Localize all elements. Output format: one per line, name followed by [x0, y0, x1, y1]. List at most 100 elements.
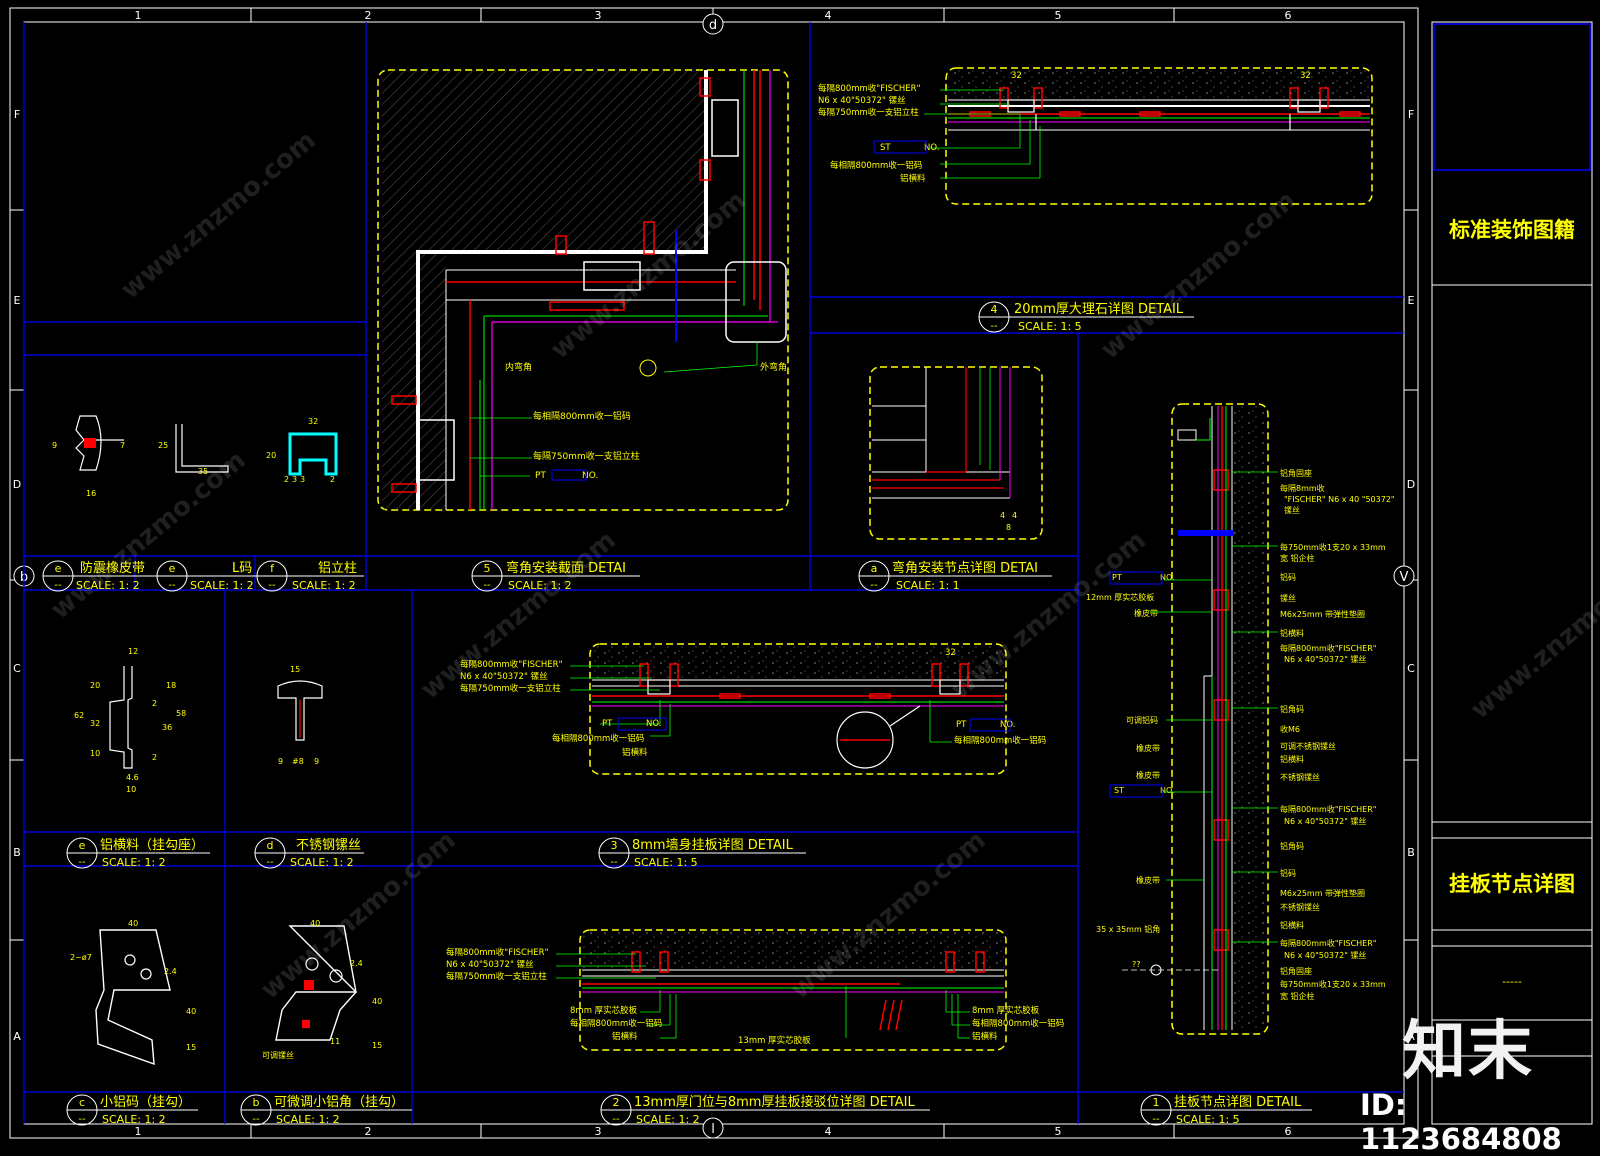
d1l-no: NO. — [1160, 573, 1175, 582]
detail-f-scale: SCALE: 1: 2 — [292, 579, 356, 592]
dim-c-4: 40 — [186, 1007, 196, 1016]
detail-2-title: 13mm厚门位与8mm厚挂板接驳位详图 DETAIL — [634, 1094, 915, 1110]
detail-d-scale: SCALE: 1: 2 — [290, 856, 354, 869]
detail-4-num: 4 — [991, 303, 998, 316]
d1r-21: 铝码 — [1280, 868, 1296, 878]
detail-L-scale: SCALE: 1: 2 — [190, 579, 254, 592]
col-label-4: 4 — [825, 9, 832, 22]
d1l-pt: PT — [1112, 573, 1122, 582]
dim-f-4: 3 — [292, 475, 297, 484]
col-label-5b: 5 — [1055, 1125, 1062, 1138]
detail-eh-num: e — [79, 839, 86, 852]
d1r-4: 镙丝 — [1284, 505, 1300, 515]
dim-eh-6: 58 — [176, 709, 186, 718]
col-label-5: 5 — [1055, 9, 1062, 22]
d1r-6: 宽 铝企柱 — [1280, 553, 1315, 563]
d1r-29: 宽 铝企柱 — [1280, 991, 1315, 1001]
d3-note-3: 每隔750mm收一支铝立柱 — [460, 683, 561, 694]
d3-note-pt: PT — [602, 719, 613, 729]
dim-eh-2: 20 — [90, 681, 100, 690]
d1r-24: 铝横料 — [1280, 920, 1304, 930]
d1l-6: 橡皮带 — [1136, 875, 1160, 885]
detail-L-title: L码 — [232, 561, 252, 576]
d4-note-5: 铝横料 — [900, 173, 926, 184]
project-title: 标准装饰图籍 — [1449, 218, 1575, 242]
detail-a-title: 弯角安装节点详图 DETAI — [892, 560, 1038, 576]
d3-note-no: NO. — [646, 719, 661, 729]
detail-5-drawing: 内弯角 外弯角 每相隔800mm收一铝码 每隔750mm收一支铝立柱 PT NO… — [382, 70, 787, 510]
d3-note-1: 每隔800mm收"FISCHER" — [460, 659, 563, 670]
dim-d-2: 9 — [278, 757, 283, 766]
d1l-2: 橡皮带 — [1134, 608, 1158, 618]
detail-5-scale: SCALE: 1: 2 — [508, 579, 572, 592]
d1r-20: 铝角码 — [1280, 841, 1304, 851]
detail-c-num: c — [79, 1096, 85, 1109]
watermark-site-4: www.znzmo.com — [45, 445, 251, 625]
dim-L-1: 25 — [158, 441, 168, 450]
detail-c-ref: -- — [78, 1114, 86, 1125]
detail-5-title: 弯角安装截面 DETAI — [506, 560, 626, 576]
d4-note-4: 每相隔800mm收一铝码 — [830, 160, 922, 171]
row-label-B: B — [13, 846, 21, 859]
d5-note-pt: PT — [535, 471, 546, 481]
detail-L-ref: -- — [168, 580, 176, 591]
dim-b-5: 15 — [372, 1041, 382, 1050]
d2-note-9: 每相隔800mm收一铝码 — [972, 1018, 1064, 1029]
watermark-site-3: www.znzmo.com — [1095, 185, 1301, 365]
d3-note-2: N6 x 40"50372" 镙丝 — [460, 671, 548, 682]
col-label-1: 1 — [135, 9, 142, 22]
row-label-D: D — [13, 478, 21, 491]
d2-note-10: 铝横料 — [972, 1031, 998, 1042]
detail-3-title: 8mm墙身挂板详图 DETAIL — [632, 837, 794, 853]
detail-c-scale: SCALE: 1: 2 — [102, 1113, 166, 1126]
d1l-4: 橡皮带 — [1136, 743, 1160, 753]
detail-3-num: 3 — [611, 839, 618, 852]
dim-c-1: 40 — [128, 919, 138, 928]
dim-f-3: 2 — [284, 475, 289, 484]
detail-e1-ref: -- — [54, 580, 62, 591]
dim-L-2: 35 — [198, 467, 208, 476]
detail-1-title: 挂板节点详图 DETAIL — [1174, 1095, 1302, 1110]
d5-note-1: 每相隔800mm收一铝码 — [533, 410, 631, 422]
d2-note-6: 铝横料 — [612, 1031, 638, 1042]
col-label-4b: 4 — [825, 1125, 832, 1138]
dim-eh-11: 4.6 — [126, 773, 139, 782]
title-callout-text: e -- 防震橡皮带 SCALE: 1: 2 e -- L码 SCALE: 1:… — [54, 302, 1302, 1126]
d1r-28: 每750mm收1支20 x 33mm — [1280, 979, 1386, 989]
d3-note-6: 每相隔800mm收一铝码 — [954, 735, 1046, 746]
detail-2-drawing: 每隔800mm收"FISCHER" N6 x 40"50372" 镙丝 每隔75… — [446, 932, 1064, 1046]
detail-1-num: 1 — [1153, 1096, 1160, 1109]
detail-2-scale: SCALE: 1: 2 — [636, 1113, 700, 1126]
d1r-19: N6 x 40"50372" 镙丝 — [1284, 816, 1366, 826]
d5-note-2: 每隔750mm收一支铝立柱 — [533, 450, 640, 462]
detail-L-num: e — [169, 562, 176, 575]
dim-b-4: 11 — [330, 1037, 340, 1046]
col-label-3b: 3 — [595, 1125, 602, 1138]
dim-c-2: 2~ø7 — [70, 953, 92, 962]
d2-note-5: 每相隔800mm收一铝码 — [570, 1018, 662, 1029]
d1l-1: 12mm 厚实芯胶板 — [1086, 592, 1154, 602]
dim-f-6: 2 — [330, 475, 335, 484]
detail-d-title: 不锈钢镙丝 — [296, 838, 361, 853]
row-label-C-r: C — [1407, 662, 1415, 675]
detail-f-ref: -- — [268, 580, 276, 591]
d1r-16: 铝横料 — [1280, 754, 1304, 764]
d4-note-st: ST — [880, 143, 891, 153]
dim-eh-1: 12 — [128, 647, 138, 656]
dim-eh-8: 10 — [90, 749, 100, 758]
dim-b-3: 40 — [372, 997, 382, 1006]
grid-ticks — [10, 8, 1418, 1138]
row-label-D-r: D — [1407, 478, 1415, 491]
parts-dims: 9 7 16 25 35 32 20 2 3 3 2 12 20 18 62 3… — [52, 417, 382, 1060]
detail-f-title: 铝立柱 — [318, 561, 357, 576]
d1r-1: 铝角固座 — [1280, 468, 1312, 478]
da-dim-1: 4 — [1000, 511, 1005, 520]
detail-b-scale: SCALE: 1: 2 — [276, 1113, 340, 1126]
dim-eh-4: 62 — [74, 711, 84, 720]
d1r-2: 每隔8mm收 — [1280, 483, 1325, 493]
panel-grid — [23, 22, 1404, 1124]
col-label-2: 2 — [365, 9, 372, 22]
dim-eh-3: 18 — [166, 681, 176, 690]
parts-drawings — [75, 415, 357, 1066]
